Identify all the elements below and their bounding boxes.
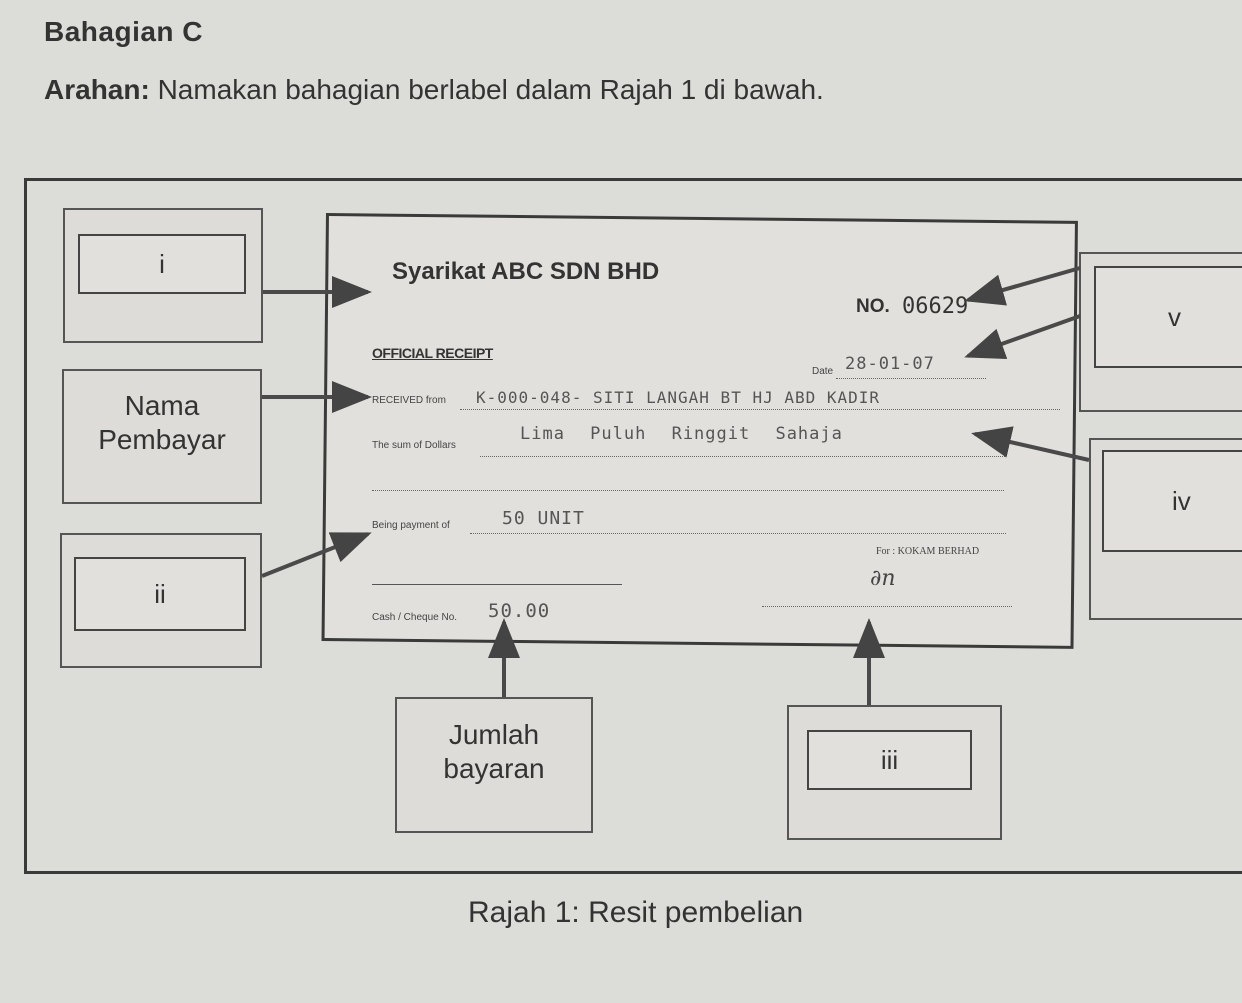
- received-line: [460, 409, 1060, 410]
- receipt-no-value: 06629: [902, 294, 969, 319]
- amount-underline: [372, 584, 622, 585]
- receipt-company: Syarikat ABC SDN BHD: [392, 258, 660, 285]
- answer-box-v[interactable]: v: [1094, 266, 1242, 368]
- label-jumlah-line1: Jumlah: [448, 719, 540, 750]
- instruction: Arahan: Namakan bahagian berlabel dalam …: [44, 74, 824, 106]
- arrow-ii: [261, 532, 372, 578]
- receipt-payment-label: Being payment of: [372, 520, 450, 531]
- receipt-payment-value: 50 UNIT: [502, 508, 585, 529]
- receipt-for-label: For : KOKAM BERHAD: [876, 546, 980, 557]
- receipt-sum-value: Lima Puluh Ringgit Sahaja: [520, 424, 843, 444]
- instruction-text: Namakan bahagian berlabel dalam Rajah 1 …: [149, 74, 824, 105]
- figure-caption: Rajah 1: Resit pembelian: [468, 896, 804, 929]
- signature-line: [762, 606, 1012, 607]
- instruction-label: Arahan:: [44, 74, 150, 105]
- receipt-official-title: OFFICIAL RECEIPT: [372, 345, 493, 361]
- receipt-cash-value: 50.00: [488, 600, 551, 622]
- section-title: Bahagian C: [44, 16, 204, 47]
- receipt-date-label: Date: [812, 366, 834, 377]
- receipt-date-value: 28-01-07: [845, 354, 935, 374]
- sum-line-2: [372, 490, 1004, 491]
- answer-box-iv[interactable]: iv: [1102, 450, 1242, 552]
- answer-box-i[interactable]: i: [78, 234, 246, 294]
- label-box-nama-pembayar: [62, 369, 262, 504]
- label-nama-line1: Nama: [124, 390, 200, 421]
- arrow-iv: [971, 426, 1090, 462]
- answer-box-ii[interactable]: ii: [74, 557, 246, 631]
- receipt-sum-label: The sum of Dollars: [372, 440, 456, 451]
- arrow-v-upper: [964, 266, 1081, 306]
- arrow-v-lower: [964, 314, 1081, 359]
- label-box-jumlah-bayaran: [395, 697, 593, 833]
- figure-frame: [24, 178, 1242, 874]
- receipt-no-label: NO.: [856, 296, 890, 317]
- payment-line: [470, 533, 1006, 534]
- sum-line: [480, 456, 1005, 457]
- label-jumlah-line2: bayaran: [443, 753, 545, 784]
- label-nama-line2: Pembayar: [98, 424, 226, 455]
- date-line: [836, 378, 986, 379]
- receipt-cash-label: Cash / Cheque No.: [372, 612, 458, 623]
- receipt-received-label: RECEIVED from: [372, 395, 446, 406]
- signature-mark: ∂n: [870, 566, 896, 591]
- receipt-received-value: K-000-048- SITI LANGAH BT HJ ABD KADIR: [476, 388, 881, 407]
- answer-box-iii[interactable]: iii: [807, 730, 972, 790]
